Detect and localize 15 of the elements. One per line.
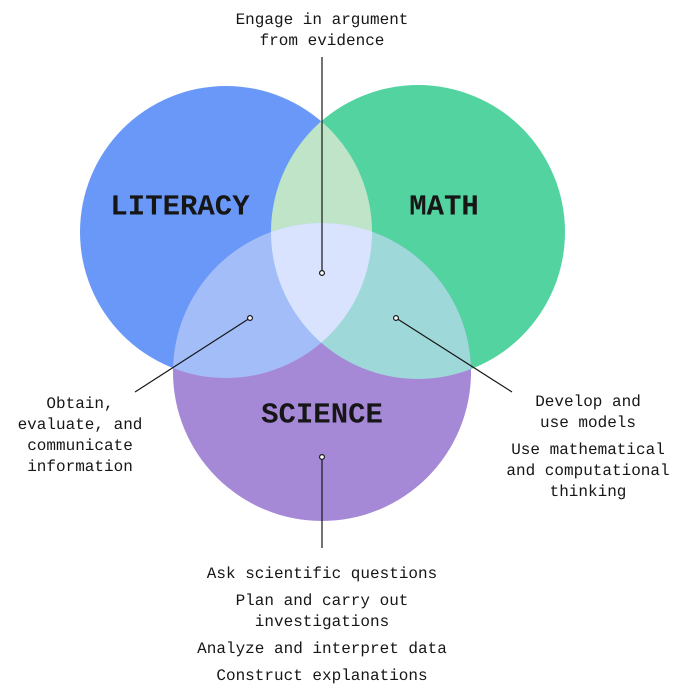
leader-line [319, 454, 325, 548]
practice-text: Analyze and interpret data [197, 639, 447, 660]
practice-text: Develop and use models [534, 392, 642, 434]
set-label: MATH [409, 192, 479, 222]
set-label: SCIENCE [261, 400, 383, 430]
practice-text: Ask scientific questions [206, 564, 438, 585]
practice-text: Plan and carry out investigations [234, 591, 410, 633]
practice-text: Obtain, evaluate, and communicate information [16, 394, 144, 478]
leader-line [134, 315, 253, 392]
practice-text: Use mathematical and computational thinking [505, 440, 671, 503]
practice-text: Engage in argument from evidence [234, 10, 410, 52]
leader-line [319, 57, 325, 276]
practice-text: Construct explanations [216, 666, 428, 687]
leader-line [393, 315, 512, 392]
set-label: LITERACY [110, 192, 250, 222]
